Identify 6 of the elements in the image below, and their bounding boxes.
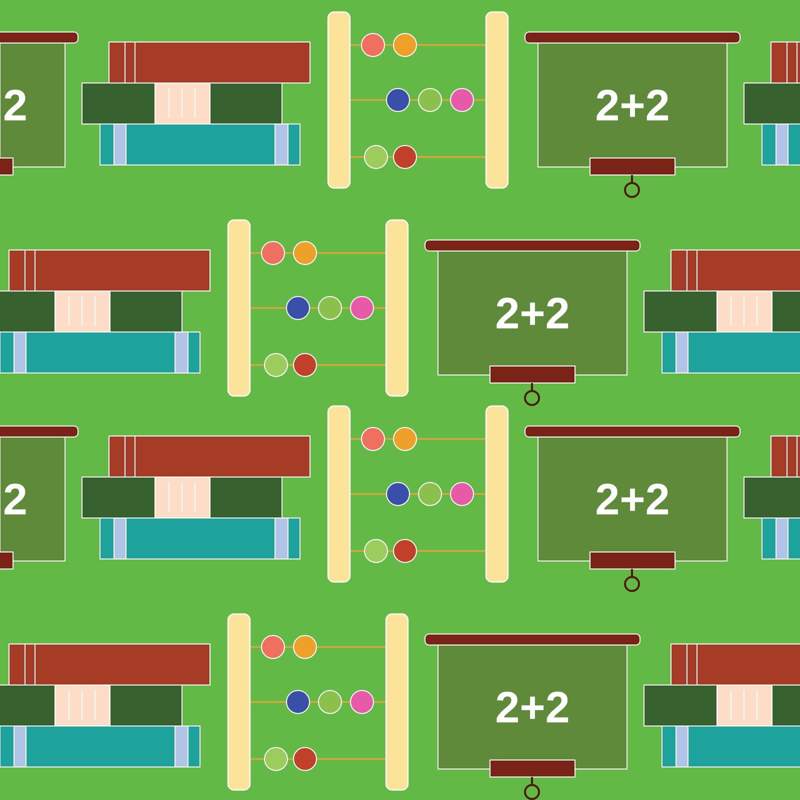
chalkboard: 2 [0,436,66,562]
chalkboard: 2+2 [438,250,628,376]
chalkboard: 2+2 [438,644,628,770]
chalkboard: 2+2 [538,42,728,168]
chalkboard: 2 [0,42,66,168]
chalkboard: 2+2 [538,436,728,562]
